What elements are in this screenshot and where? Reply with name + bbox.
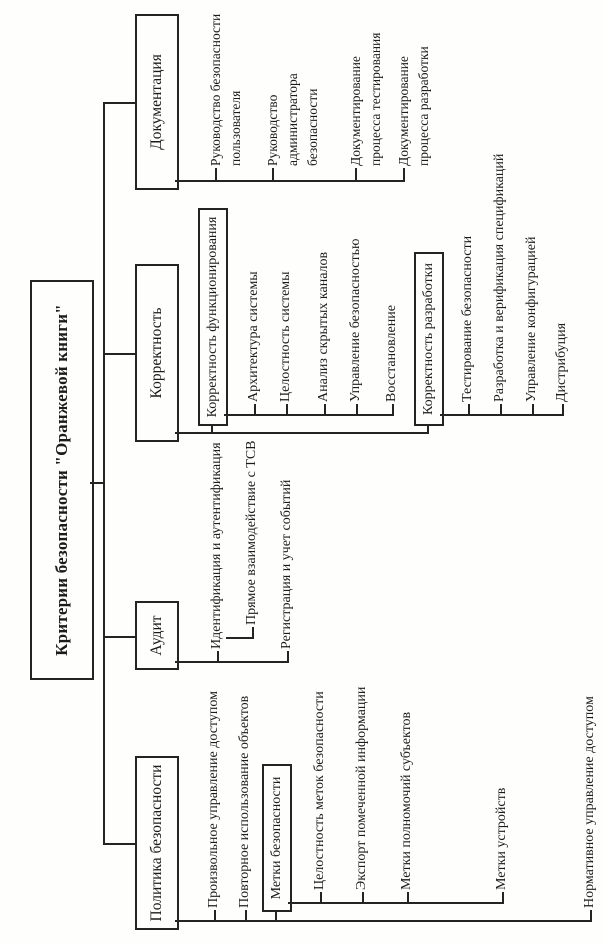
node-discretionary-access-control: Произвольное управление доступом — [206, 691, 221, 908]
subnode-label: Корректность разработки — [421, 263, 436, 415]
node-system-integrity: Целостность системы — [278, 271, 293, 402]
node-subject-authority-labels: Метки полномочий субъектов — [399, 711, 414, 890]
node-direct-tcb-interaction: Прямое взаимодействие с ТСВ — [244, 440, 259, 625]
node-identification-authentication: Идентификация и аутентификация — [209, 442, 224, 649]
root-node-label: Критерии безопасности "Оранжевой книги" — [52, 304, 71, 656]
spine-audit — [175, 661, 289, 663]
node-development-process-documentation: Документирование процесса разработки — [396, 46, 431, 166]
tick — [502, 892, 504, 904]
tick — [252, 627, 254, 639]
connector-rail — [103, 103, 105, 845]
spine-development-correctness — [440, 414, 564, 416]
tick — [211, 426, 213, 434]
tick — [500, 404, 502, 416]
tick — [275, 912, 277, 922]
tick — [214, 910, 216, 922]
tick — [215, 168, 217, 182]
spine-identification — [226, 637, 254, 639]
subnode-label: Метки безопасности — [269, 776, 284, 900]
node-covert-channel-analysis: Анализ скрытых каналов — [316, 251, 331, 402]
spine-security-policy — [175, 920, 592, 922]
tick — [217, 651, 219, 663]
connector-root-stub — [90, 482, 104, 484]
connector-drop-documentation — [103, 102, 135, 104]
tick — [355, 168, 357, 182]
tick — [427, 426, 429, 434]
subnode-label: Корректность функционирования — [205, 216, 220, 418]
node-security-testing: Тестирование безопасности — [460, 235, 475, 402]
tick — [590, 910, 592, 922]
connector-drop-correctness — [103, 353, 135, 355]
node-user-security-guide: Руководство безопасности пользователя — [208, 13, 243, 166]
subnode-security-labels: Метки безопасности — [262, 764, 292, 912]
node-recovery: Восстановление — [384, 305, 399, 402]
branch-label: Документация — [148, 54, 165, 150]
tick — [356, 404, 358, 416]
subnode-development-correctness: Корректность разработки — [414, 252, 444, 426]
node-configuration-management: Управление конфигурацией — [524, 236, 539, 402]
tick — [287, 651, 289, 663]
tick — [392, 404, 394, 416]
tick — [254, 404, 256, 416]
tick — [532, 404, 534, 416]
node-mandatory-access-control: Нормативное управление доступом — [582, 696, 597, 908]
node-system-architecture: Архитектура системы — [246, 271, 261, 402]
connector-drop-audit — [103, 636, 135, 638]
tick — [286, 404, 288, 416]
branch-label: Аудит — [148, 615, 165, 656]
tick — [403, 168, 405, 182]
tick — [562, 404, 564, 416]
node-device-labels: Метки устройств — [494, 787, 509, 890]
branch-documentation: Документация — [135, 14, 179, 190]
branch-audit: Аудит — [135, 601, 179, 670]
subnode-operational-correctness: Корректность функционирования — [198, 208, 228, 426]
node-labeled-info-export: Экспорт помеченной информации — [354, 686, 369, 890]
branch-label: Политика безопасности — [148, 764, 165, 922]
node-security-admin-guide: Руководство администратора безопасности — [265, 73, 320, 166]
connector-drop-policy — [103, 843, 135, 845]
spine-operational-correctness — [224, 414, 394, 416]
node-object-reuse: Повторное использование объектов — [237, 695, 252, 908]
tick — [468, 404, 470, 416]
tick — [407, 892, 409, 904]
spine-documentation — [175, 180, 405, 182]
root-node-orange-book-criteria: Критерии безопасности "Оранжевой книги" — [30, 280, 94, 680]
node-security-management: Управление безопасностью — [348, 238, 363, 402]
branch-correctness: Корректность — [135, 264, 179, 442]
branch-security-policy: Политика безопасности — [135, 756, 179, 930]
branch-label: Корректность — [148, 307, 165, 399]
tick — [324, 404, 326, 416]
node-label-integrity: Целостность меток безопасности — [312, 691, 327, 890]
tick — [320, 892, 322, 904]
node-spec-development-verification: Разработка и верификация спецификаций — [492, 153, 507, 402]
node-event-logging: Регистрация и учет событий — [279, 479, 294, 649]
tick — [272, 168, 274, 182]
tick — [245, 910, 247, 922]
tick — [362, 892, 364, 904]
node-test-process-documentation: Документирование процесса тестирования — [348, 32, 383, 166]
node-distribution: Дистрибуция — [554, 322, 569, 402]
